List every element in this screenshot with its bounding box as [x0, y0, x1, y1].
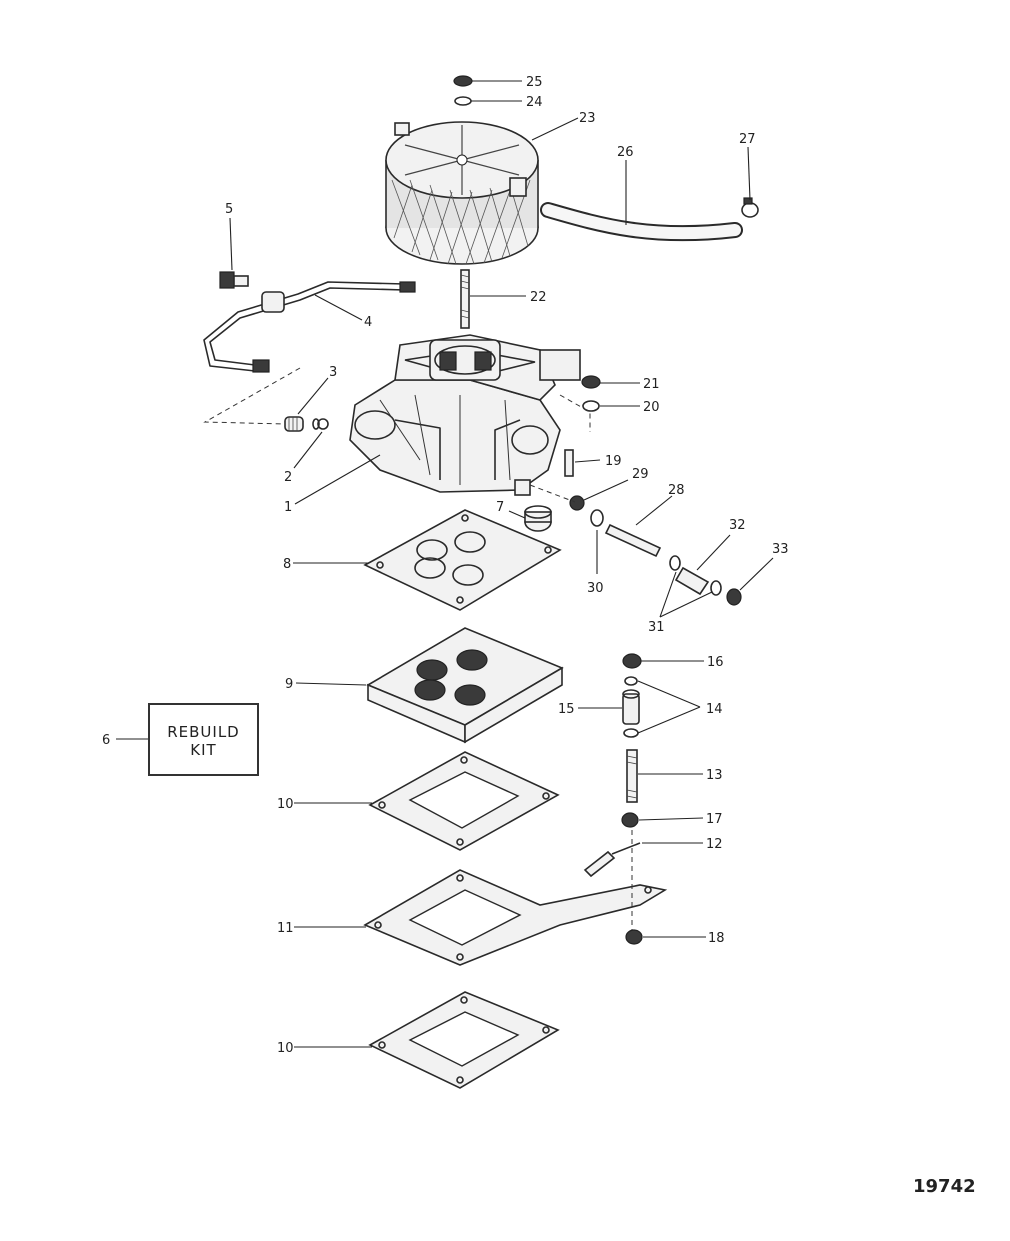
part-5-fitting — [219, 271, 249, 289]
callout-15: 15 — [558, 702, 575, 717]
callout-31: 31 — [648, 620, 665, 635]
part-13-stud — [626, 749, 638, 803]
callout-2: 2 — [284, 470, 292, 485]
callout-29: 29 — [632, 467, 649, 482]
part-28-stud — [604, 523, 662, 558]
callout-14: 14 — [706, 702, 723, 717]
callout-4: 4 — [364, 315, 372, 330]
callout-23: 23 — [579, 111, 596, 126]
part-16-nut — [622, 653, 642, 669]
callout-1: 1 — [284, 500, 292, 515]
callout-12: 12 — [706, 837, 723, 852]
callout-6: 6 — [102, 733, 110, 748]
callout-16: 16 — [707, 655, 724, 670]
part-29-nut — [569, 495, 585, 511]
dashed-alignment — [559, 394, 591, 432]
part-10-gasket-lower — [368, 991, 560, 1089]
callout-20: 20 — [643, 400, 660, 415]
callout-13: 13 — [706, 768, 723, 783]
callout-5: 5 — [225, 202, 233, 217]
part-26-hose — [540, 202, 743, 242]
callout-7: 7 — [496, 500, 504, 515]
part-33-nut — [726, 588, 742, 606]
part-7-plug — [524, 505, 552, 532]
part-25-nut — [453, 75, 473, 87]
part-31-washer — [669, 555, 722, 596]
part-22-stud — [460, 269, 470, 329]
part-27-clamp — [741, 197, 759, 218]
callout-26: 26 — [617, 145, 634, 160]
callout-11: 11 — [277, 921, 294, 936]
callout-21: 21 — [643, 377, 660, 392]
callout-24: 24 — [526, 95, 543, 110]
callout-18: 18 — [708, 931, 725, 946]
callout-25: 25 — [526, 75, 543, 90]
part-19-stud — [564, 449, 574, 477]
callout-8: 8 — [283, 557, 291, 572]
part-4-fuel-line — [203, 281, 416, 373]
callout-32: 32 — [729, 518, 746, 533]
part-3-filter — [284, 416, 304, 432]
part-11-bracket-plate — [363, 869, 668, 966]
callout-10-upper: 10 — [277, 797, 294, 812]
callout-labels: 25 24 23 26 27 5 22 4 3 2 1 21 20 19 29 … — [102, 75, 789, 1056]
part-30-washer — [590, 509, 604, 527]
rebuild-kit-box: REBUILD KIT — [148, 703, 259, 776]
callout-10-lower: 10 — [277, 1041, 294, 1056]
part-8-gasket — [363, 509, 562, 611]
part-32-spacer — [674, 566, 710, 596]
callout-28: 28 — [668, 483, 685, 498]
part-12-screw — [583, 842, 641, 878]
leader-lines — [116, 80, 774, 1048]
part-10-gasket-upper — [368, 751, 560, 851]
callout-3: 3 — [329, 365, 337, 380]
callout-9: 9 — [285, 677, 293, 692]
part-18-nut — [625, 929, 643, 945]
part-21-nut — [581, 375, 601, 389]
figure-number: 19742 — [913, 1176, 976, 1197]
part-2-gasket — [312, 418, 329, 430]
callout-19: 19 — [605, 454, 622, 469]
part-15-spacer — [622, 689, 640, 725]
rebuild-kit-line1: REBUILD — [167, 723, 240, 741]
part-17-nut — [621, 812, 639, 828]
callout-27: 27 — [739, 132, 756, 147]
part-9-spacer — [366, 627, 564, 744]
part-20-washer — [582, 400, 600, 412]
callout-17: 17 — [706, 812, 723, 827]
callout-22: 22 — [530, 290, 547, 305]
dashed-alignment — [529, 484, 576, 503]
dashed-alignment — [203, 367, 301, 425]
part-24-washer — [454, 96, 472, 106]
callout-33: 33 — [772, 542, 789, 557]
part-1-carburetor — [349, 334, 581, 496]
rebuild-kit-line2: KIT — [190, 741, 217, 759]
part-23-air-cleaner — [385, 121, 539, 265]
callout-30: 30 — [587, 581, 604, 596]
